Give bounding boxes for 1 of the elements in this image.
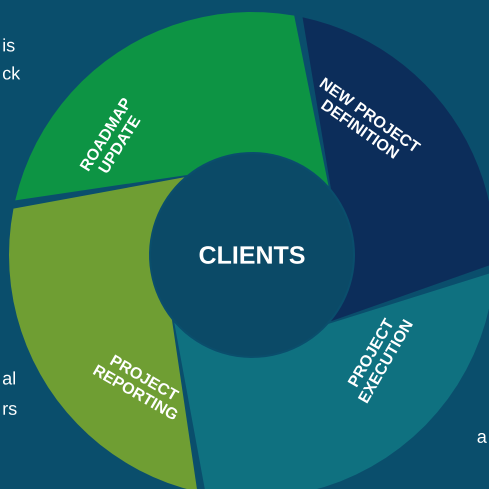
text-fragment: a	[478, 433, 487, 443]
